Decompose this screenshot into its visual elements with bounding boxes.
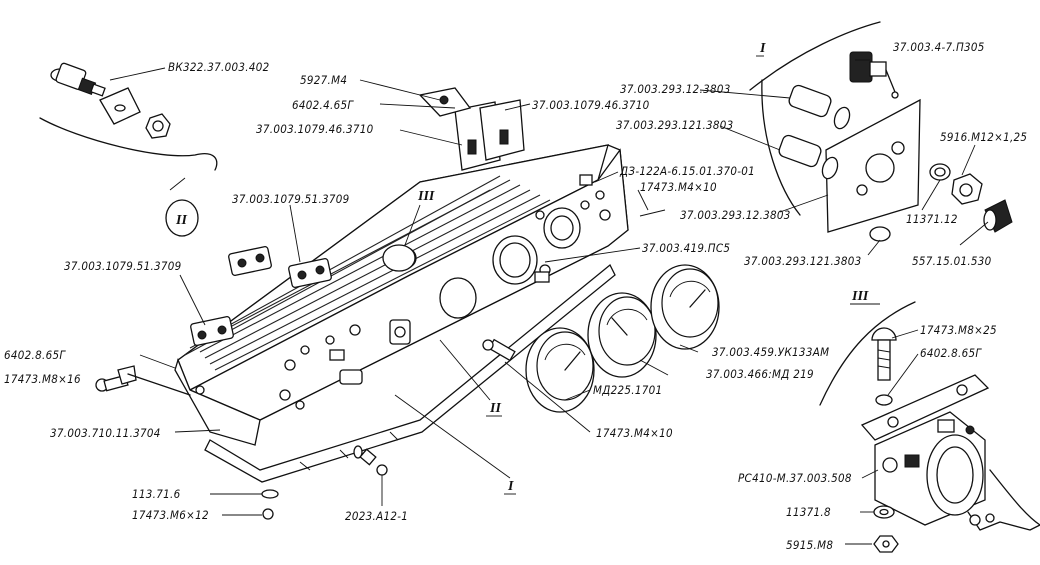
label-293-12-top: 37.003.293.12.3803 bbox=[620, 82, 731, 96]
lamp-socket-upper bbox=[788, 84, 851, 130]
label-1079-46-right: 37.003.1079.46.3710 bbox=[532, 98, 650, 112]
view-i-detail bbox=[749, 21, 1013, 242]
svg-text:III: III bbox=[851, 289, 869, 304]
label-dz-122a: ДЗ-122А-6.15.01.370-01 bbox=[619, 164, 755, 178]
view-ii-callout: II bbox=[165, 199, 199, 237]
view-ii-callout-small: II bbox=[439, 339, 502, 417]
clip-middle bbox=[288, 257, 332, 289]
lamp-socket-lower bbox=[778, 134, 839, 180]
label-11371-8: 11371.8 bbox=[786, 505, 831, 519]
label-5927-m4: 5927.М4 bbox=[300, 73, 347, 87]
view-iii-callout-title: III bbox=[850, 289, 880, 305]
label-p305: 37.003.4-7.П305 bbox=[893, 40, 985, 54]
svg-text:I: I bbox=[759, 41, 766, 56]
label-1079-51-upper: 37.003.1079.51.3709 bbox=[232, 192, 350, 206]
gauge-md225 bbox=[482, 327, 595, 413]
view-i-callout-top: I bbox=[756, 41, 766, 57]
svg-text:II: II bbox=[175, 213, 187, 228]
view-iii-callout: III bbox=[382, 189, 435, 272]
svg-text:II: II bbox=[489, 401, 501, 416]
svg-text:III: III bbox=[417, 189, 435, 204]
label-11371-12: 11371.12 bbox=[906, 212, 958, 226]
label-ps5: 37.003.419.ПС5 bbox=[642, 241, 730, 255]
cap-557 bbox=[983, 199, 1013, 233]
bolt-m6x12 bbox=[222, 508, 274, 520]
label-1079-51-lower: 37.003.1079.51.3709 bbox=[64, 259, 182, 273]
gauge-uk133am bbox=[650, 264, 720, 350]
view-iii-detail bbox=[819, 301, 1040, 553]
clip-left bbox=[190, 315, 234, 347]
label-557: 557.15.01.530 bbox=[912, 254, 992, 268]
label-md219: 37.003.466:МД 219 bbox=[706, 367, 814, 381]
label-vk322: ВК322.37.003.402 bbox=[168, 60, 270, 74]
label-6402-8-65g-left: 6402.8.65Г bbox=[4, 348, 66, 362]
label-m6x12: 17473.М6×12 bbox=[132, 508, 209, 522]
label-6402-8-65g-right: 6402.8.65Г bbox=[920, 346, 982, 360]
washer-113-71-6 bbox=[210, 489, 279, 499]
clip-top-center bbox=[418, 87, 525, 171]
label-293-12-mid: 37.003.293.12.3803 bbox=[680, 208, 791, 222]
lamp-2023-a12-1 bbox=[353, 445, 388, 506]
part-labels: ВК322.37.003.402 5927.М4 6402.4.65Г 37.0… bbox=[4, 40, 1027, 552]
label-2023-a12: 2023.А12-1 bbox=[345, 509, 408, 523]
label-rs410: РС410-М.37.003.508 bbox=[738, 471, 852, 485]
label-113-71-6: 113.71.6 bbox=[132, 487, 181, 501]
leader-lines bbox=[139, 59, 989, 545]
gauge-md219 bbox=[587, 292, 657, 378]
label-1079-46-left: 37.003.1079.46.3710 bbox=[256, 122, 374, 136]
toggle-p305 bbox=[849, 51, 899, 99]
label-293-121-bottom: 37.003.293.121.3803 bbox=[744, 254, 862, 268]
label-m4x10-bottom: 17473.М4×10 bbox=[596, 426, 673, 440]
svg-text:I: I bbox=[507, 479, 514, 494]
bolt-m8x25 bbox=[871, 327, 897, 381]
label-m8x16: 17473.М8×16 bbox=[4, 372, 81, 386]
view-ii-detail bbox=[39, 62, 218, 191]
switch-vk322 bbox=[50, 62, 171, 139]
view-i-callout-bottom: I bbox=[394, 394, 516, 495]
label-m4x10-top: 17473.М4×10 bbox=[640, 180, 717, 194]
bolt-m8x16 bbox=[95, 365, 191, 396]
label-uk133am: 37.003.459.УК133АМ bbox=[712, 345, 829, 359]
label-m8x25: 17473.М8×25 bbox=[920, 323, 997, 337]
label-293-121-top: 37.003.293.121.3803 bbox=[616, 118, 734, 132]
label-6402-4-65g: 6402.4.65Г bbox=[292, 98, 354, 112]
label-5915-m8: 5915.М8 bbox=[786, 538, 833, 552]
clip-upper-left bbox=[228, 245, 272, 277]
label-md225: МД225.1701 bbox=[593, 383, 662, 397]
label-710-11: 37.003.710.11.3704 bbox=[50, 426, 161, 440]
relay-rs410 bbox=[874, 411, 986, 526]
label-m12: 5916.М12×1,25 bbox=[940, 130, 1027, 144]
